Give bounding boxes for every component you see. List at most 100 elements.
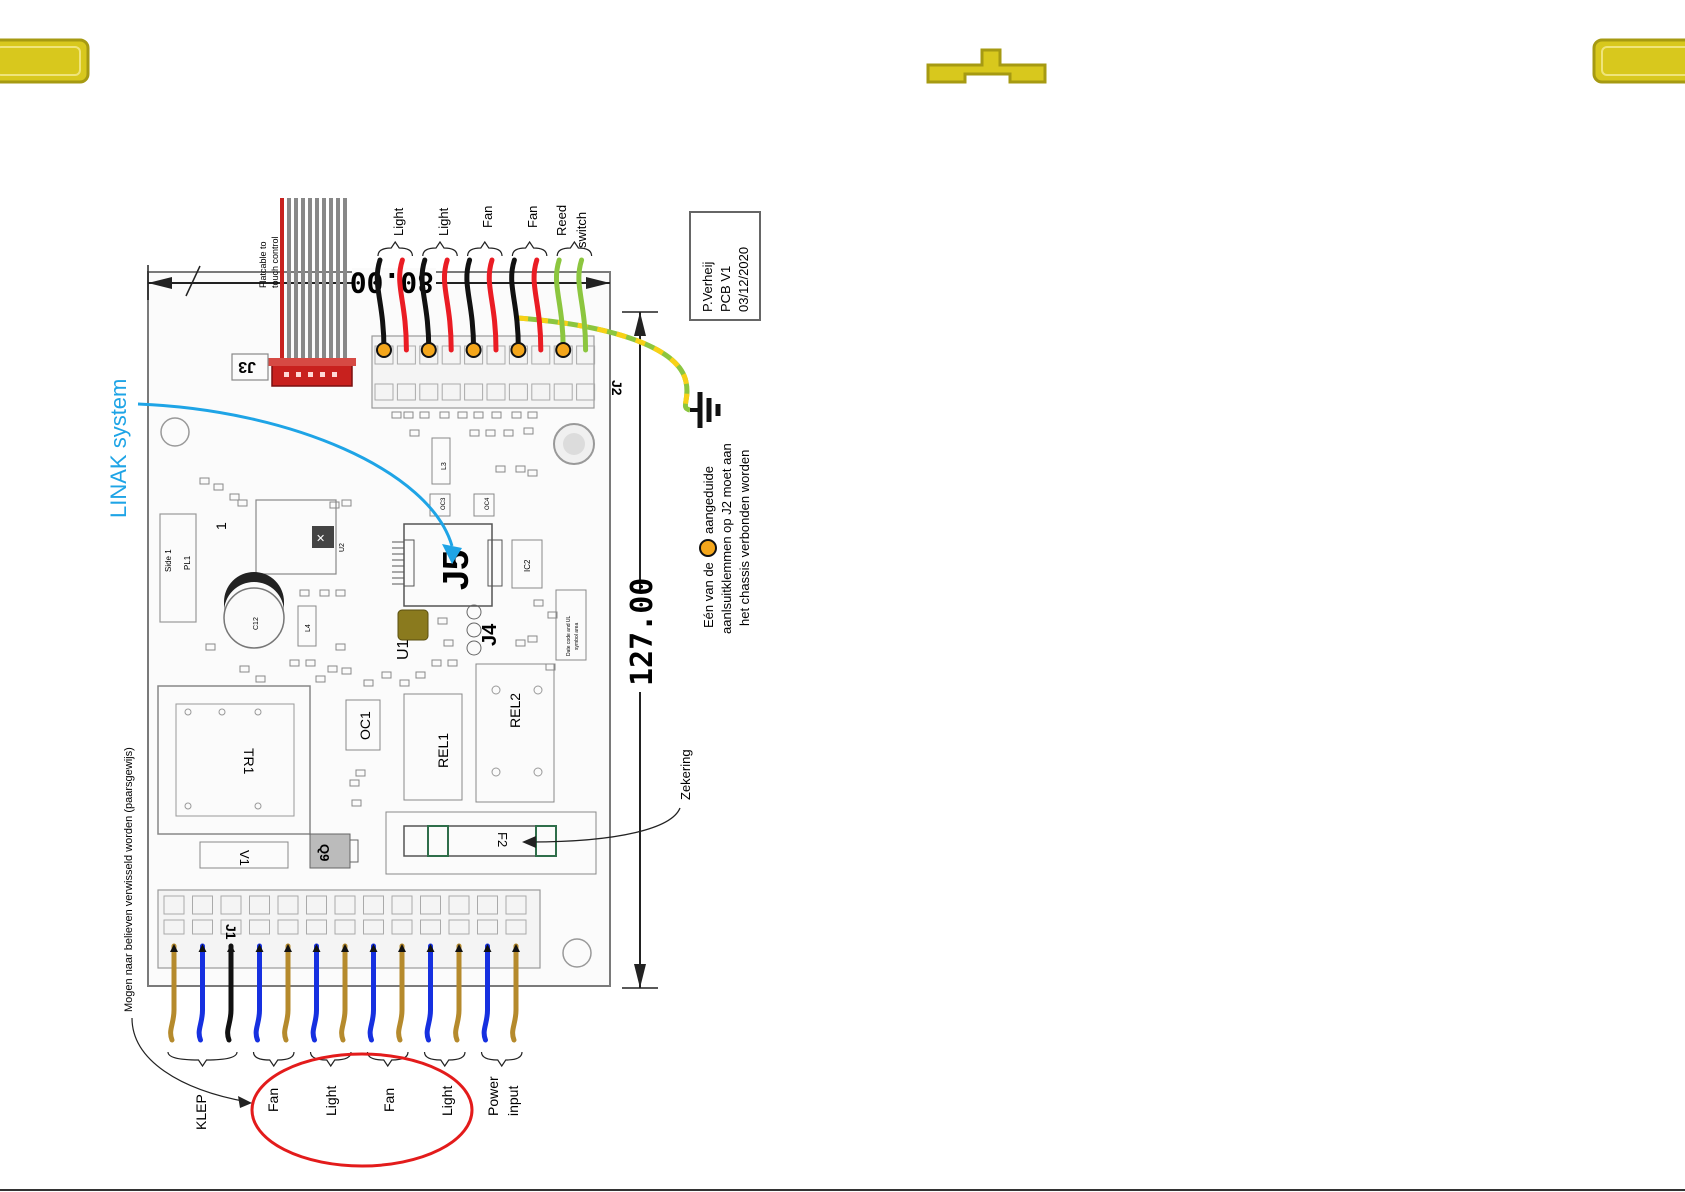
- j2-pair-brace: [511, 240, 548, 257]
- smd-pad: [547, 611, 558, 619]
- j1-label-light-2: Light: [439, 1086, 455, 1116]
- j1-group-brace: [309, 1051, 352, 1068]
- smd-pad: [335, 643, 346, 651]
- linak-arrow: [137, 402, 454, 547]
- j1-wire: [367, 943, 376, 1043]
- smd-pad: [327, 665, 338, 673]
- j2-wire-label: Fan: [525, 206, 540, 228]
- ground-note-line1b: aangeduide: [701, 466, 716, 534]
- ground-option-marker: [555, 342, 572, 358]
- j1-terminal-screw: [420, 919, 441, 935]
- revision-author: P.Verheij: [700, 262, 715, 312]
- j1-terminal: [505, 895, 527, 915]
- j2-braces: [377, 240, 593, 257]
- smd-pad: [485, 429, 496, 437]
- tr1-label: TR1: [241, 748, 257, 775]
- microcontroller-chip: [312, 526, 334, 548]
- fuse-callout-arrow: [529, 807, 681, 843]
- smd-pad: [349, 779, 360, 787]
- smd-pad: [319, 589, 330, 597]
- j2-wire: [509, 257, 521, 353]
- j1-wire-tip: [198, 944, 207, 952]
- smd-pad: [473, 411, 484, 419]
- ground-option-marker: [510, 342, 527, 358]
- j1-group-brace: [366, 1051, 409, 1068]
- smd-pad: [527, 469, 538, 477]
- j1-terminal-screw: [306, 919, 327, 935]
- j2-terminal-screw: [419, 383, 439, 401]
- j1-terminal-screw: [477, 919, 498, 935]
- j2-pair-brace: [377, 240, 413, 257]
- j1-wire: [225, 943, 234, 1043]
- j1-wire-tip: [483, 944, 492, 952]
- oc1-label: OC1: [357, 711, 373, 740]
- j1-wire: [196, 943, 205, 1043]
- j2-terminal-screw: [508, 383, 528, 401]
- j2-terminal-screw: [576, 383, 596, 401]
- j1-wire: [339, 943, 348, 1043]
- smd-pad: [495, 465, 506, 473]
- ground-option-marker: [376, 342, 392, 358]
- smd-pad: [545, 663, 556, 671]
- j1-label-light-1: Light: [323, 1086, 339, 1116]
- smd-pad: [205, 643, 216, 651]
- l3-label: L3: [441, 462, 448, 470]
- j1-group-brace: [480, 1051, 523, 1068]
- j2-wire: [374, 257, 387, 353]
- smd-pad: [213, 483, 224, 491]
- j1-terminal-screw: [277, 919, 299, 935]
- pl1-label: PL1: [183, 555, 192, 570]
- j1-terminal-screw: [220, 919, 242, 935]
- smd-pad: [341, 499, 352, 507]
- transformer-tr1: TR1: [157, 685, 311, 835]
- smd-pad: [469, 429, 480, 437]
- swap-note: Mogen naar believen verwisseld worden (p…: [123, 747, 135, 1012]
- j1-group-brace: [252, 1051, 295, 1068]
- smd-pad: [409, 429, 420, 437]
- marker-legend-icon: [699, 539, 717, 557]
- rel1-label: REL1: [435, 733, 451, 768]
- j1-terminal-screw: [163, 919, 185, 935]
- u1-label: U1: [395, 639, 412, 660]
- j2-wire: [442, 257, 454, 353]
- j2-wire: [397, 257, 409, 353]
- smd-pad: [533, 599, 544, 607]
- notes-box-line1: Date code and UL: [566, 615, 572, 656]
- smd-pad: [199, 477, 210, 485]
- j1-wire: [396, 943, 405, 1043]
- j1-wire-tip: [284, 944, 292, 952]
- j1-wire-tip: [255, 944, 264, 952]
- revision-pcb: PCB V1: [718, 266, 733, 312]
- j1-wire: [310, 943, 319, 1043]
- j2-wire: [419, 257, 432, 353]
- j2-terminal-screw: [374, 383, 394, 401]
- smd-pad: [439, 411, 450, 419]
- j1-label-input: input: [505, 1086, 521, 1116]
- smd-pad: [239, 665, 250, 673]
- rel2-label: REL2: [507, 693, 523, 728]
- fuse-callout-label: Zekering: [678, 749, 693, 800]
- smd-pad: [527, 635, 538, 643]
- smd-pad: [351, 799, 362, 807]
- smd-pad: [437, 617, 448, 625]
- smd-pad: [527, 411, 538, 419]
- ground-note: Eén van de aangeduide aanlsuitklemmen op…: [699, 443, 752, 634]
- j1-wire-tip: [398, 944, 406, 952]
- relay-rel2: REL2: [475, 663, 555, 803]
- j2-wire: [576, 257, 589, 353]
- l4-label: L4: [305, 624, 312, 632]
- pin1-label: 1: [213, 522, 229, 530]
- j2-terminal-screw: [464, 383, 484, 401]
- j2-wire: [554, 257, 566, 353]
- j2-terminal-screw: [441, 383, 461, 401]
- smd-pad: [289, 659, 300, 667]
- q9-label: Q9: [317, 844, 332, 861]
- j1-wire: [424, 943, 433, 1043]
- ground-note-line3: het chassis verbonden worden: [737, 450, 752, 626]
- ic2-label: IC2: [523, 559, 532, 572]
- j1-group-brace: [167, 1051, 238, 1068]
- smd-pad: [255, 675, 266, 683]
- ground-icon: [690, 392, 721, 428]
- j1-braces: [167, 1051, 523, 1068]
